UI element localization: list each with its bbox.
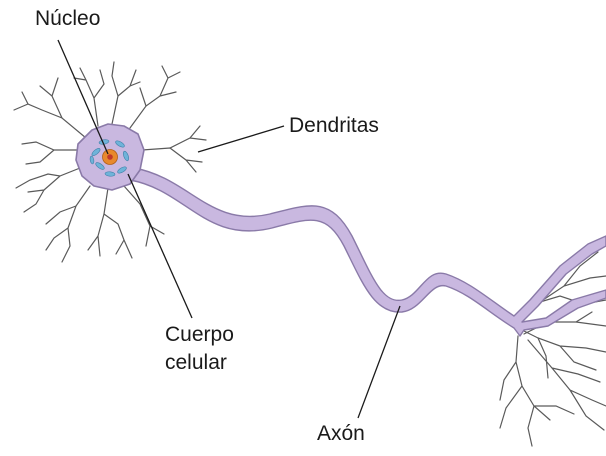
cell-body-label: Cuerpo celular <box>165 321 275 377</box>
nucleus-label: Núcleo <box>35 6 100 32</box>
axon-label: Axón <box>317 421 365 447</box>
cell-body-label-line1: Cuerpo <box>165 321 275 349</box>
nucleolus <box>107 154 113 160</box>
cell-body-label-line2: celular <box>165 349 275 377</box>
dendrites-label: Dendritas <box>289 113 379 139</box>
leader-line-dendrites <box>198 126 284 152</box>
leader-line-nucleus <box>58 40 108 154</box>
axon <box>130 168 606 336</box>
leader-line-axon <box>358 306 400 418</box>
